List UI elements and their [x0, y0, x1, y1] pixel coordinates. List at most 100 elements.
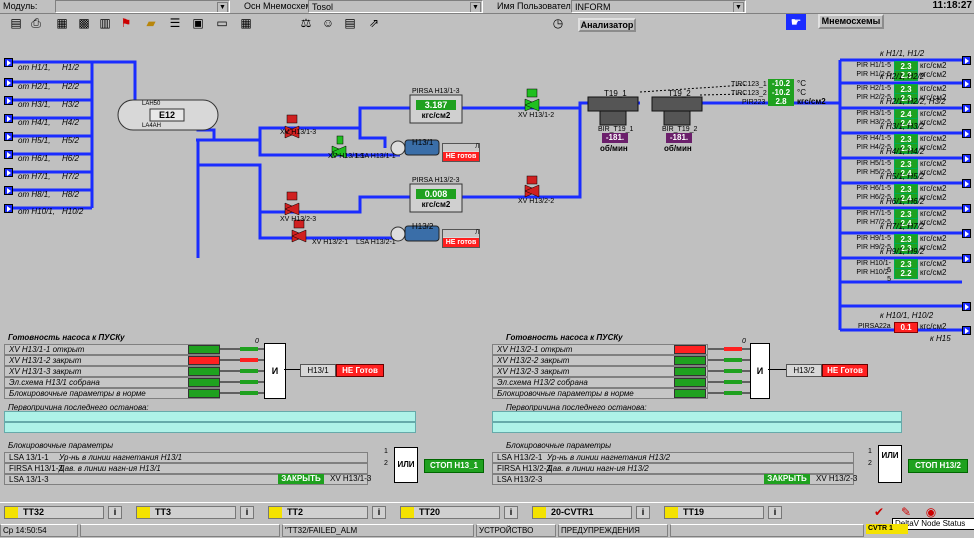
outlet-arrow[interactable] [962, 302, 971, 311]
filter-name[interactable]: Т19_2 [668, 89, 691, 98]
alarm-item[interactable]: ТТ19 [664, 506, 764, 519]
pump-box[interactable]: Н13/2 [786, 364, 822, 377]
pump-status[interactable]: Л НЕ готов [442, 143, 480, 162]
pir-value[interactable]: 2.4 [894, 218, 918, 229]
outlet-arrow[interactable] [962, 326, 971, 335]
outlet-arrow[interactable] [962, 129, 971, 138]
alarm-info-button[interactable]: i [768, 506, 782, 519]
list-icon[interactable]: ☰ [169, 16, 181, 30]
inlet-arrow[interactable] [4, 204, 13, 213]
analyzer-button[interactable]: Анализатор [578, 18, 636, 32]
alarm-item[interactable]: ТТ20 [400, 506, 500, 519]
clock-icon[interactable]: ◷ [552, 16, 564, 30]
outlet-arrow[interactable] [962, 229, 971, 238]
pump-status[interactable]: Л НЕ готов [442, 229, 480, 248]
pirsa-value[interactable]: 3.187 [416, 100, 456, 110]
alarm-info-button[interactable]: i [108, 506, 122, 519]
outlet-arrow[interactable] [962, 179, 971, 188]
outlet-arrow[interactable] [962, 79, 971, 88]
tank-name[interactable]: Е12 [158, 110, 175, 120]
picture-icon[interactable]: ▣ [192, 16, 204, 30]
trc-value[interactable]: -10.2 [768, 79, 794, 88]
module-field[interactable]: ▼ [55, 0, 230, 13]
outlet-arrow[interactable] [962, 254, 971, 263]
close-button[interactable]: ЗАКРЫТЬ [764, 474, 810, 484]
stop-button[interactable]: СТОП Н13_1 [424, 459, 484, 473]
pir-value[interactable]: 2.3 [894, 143, 918, 154]
alarm-item[interactable]: ТТ32 [4, 506, 104, 519]
inlet-arrow[interactable] [4, 168, 13, 177]
alarm-item[interactable]: ТТ3 [136, 506, 236, 519]
stop-button[interactable]: СТОП Н13/2 [908, 459, 968, 473]
pir-value[interactable]: 2.2 [894, 268, 918, 279]
pir-value[interactable]: 2.3 [894, 243, 918, 254]
valve-label[interactable]: XV Н13/2-3 [280, 216, 317, 223]
alarm-info-button[interactable]: i [372, 506, 386, 519]
valve-label[interactable]: XV Н13/2-1 [312, 239, 349, 246]
mnemo-button[interactable]: Мнемосхемы [818, 14, 884, 29]
grid-icon[interactable]: ▩ [78, 16, 90, 30]
not-ready-badge[interactable]: НЕ Готов [822, 364, 868, 377]
ack-icon[interactable]: ✎ [900, 505, 912, 519]
valve-label[interactable]: XV Н13/1-1 [328, 153, 365, 160]
alarm-info-button[interactable]: i [240, 506, 254, 519]
bir-value[interactable]: -181. [666, 133, 692, 143]
not-ready-badge[interactable]: НЕ Готов [336, 364, 384, 377]
bir-value[interactable]: -181. [602, 133, 628, 143]
pir-value[interactable]: 2.3 [894, 70, 918, 81]
outlet-arrow[interactable] [962, 104, 971, 113]
alarm-info-button[interactable]: i [504, 506, 518, 519]
close-button[interactable]: ЗАКРЫТЬ [278, 474, 324, 484]
inlet-arrow[interactable] [4, 150, 13, 159]
scheme-field[interactable]: Tosol▼ [308, 0, 483, 13]
pir-unit: кгс/см2 [920, 168, 947, 177]
pir-value[interactable]: 2.4 [894, 168, 918, 179]
inlet-arrow[interactable] [4, 132, 13, 141]
people-icon[interactable]: ☺ [321, 16, 335, 30]
pump-box[interactable]: Н13/1 [300, 364, 336, 377]
valve-label[interactable]: XV Н13/1-3 [280, 129, 317, 136]
pir-value[interactable]: 2.4 [894, 193, 918, 204]
alarm-item[interactable]: ТТ2 [268, 506, 368, 519]
filter-name[interactable]: Т19_1 [604, 89, 627, 98]
pir223-value[interactable]: 2.8 [768, 97, 794, 106]
chart-icon[interactable]: ▤ [344, 16, 356, 30]
silence-icon[interactable]: ◉ [925, 505, 937, 519]
inlet-arrow[interactable] [4, 58, 13, 67]
pump-name[interactable]: Н13/1 [412, 138, 434, 147]
valve-label[interactable]: XV Н13/1-2 [518, 112, 555, 119]
pir-value-alarm[interactable]: 0.1 [894, 322, 918, 333]
alarm-item[interactable]: 20-CVTR1 [532, 506, 632, 519]
valve-label[interactable]: XV Н13/2-2 [518, 198, 555, 205]
print-icon[interactable]: ▤ [10, 16, 22, 30]
table-icon[interactable]: ▦ [240, 16, 252, 30]
check-icon[interactable]: ✔ [873, 505, 885, 519]
pir-value[interactable]: 2.4 [894, 118, 918, 129]
chevron-down-icon[interactable]: ▼ [733, 2, 744, 12]
folder-icon[interactable]: ▰ [146, 16, 156, 30]
chevron-down-icon[interactable]: ▼ [470, 2, 481, 12]
trc-value[interactable]: -10.2 [768, 88, 794, 97]
scale-icon[interactable]: ⚖ [300, 16, 312, 30]
outlet-arrow[interactable] [962, 204, 971, 213]
pump-name[interactable]: Н13/2 [412, 222, 434, 231]
alarm-info-button[interactable]: i [636, 506, 650, 519]
inlet-label: Н5/2 [62, 136, 79, 145]
flag-icon[interactable]: ⚑ [120, 16, 132, 30]
hand-icon[interactable]: ☛ [786, 14, 806, 30]
inlet-arrow[interactable] [4, 114, 13, 123]
outlet-arrow[interactable] [962, 154, 971, 163]
user-field[interactable]: INFORM▼ [571, 0, 746, 13]
pirsa-value[interactable]: 0.008 [416, 189, 456, 199]
export-icon[interactable]: ⇗ [368, 16, 380, 30]
chevron-down-icon[interactable]: ▼ [217, 2, 228, 12]
inlet-arrow[interactable] [4, 78, 13, 87]
pir-value[interactable]: 2.3 [894, 93, 918, 104]
printer-icon[interactable]: ⎙ [31, 16, 41, 30]
inlet-arrow[interactable] [4, 96, 13, 105]
screen-icon[interactable]: ▭ [216, 16, 228, 30]
document-icon[interactable]: ▦ [56, 16, 68, 30]
book-icon[interactable]: ▥ [99, 16, 111, 30]
inlet-arrow[interactable] [4, 186, 13, 195]
outlet-arrow[interactable] [962, 56, 971, 65]
